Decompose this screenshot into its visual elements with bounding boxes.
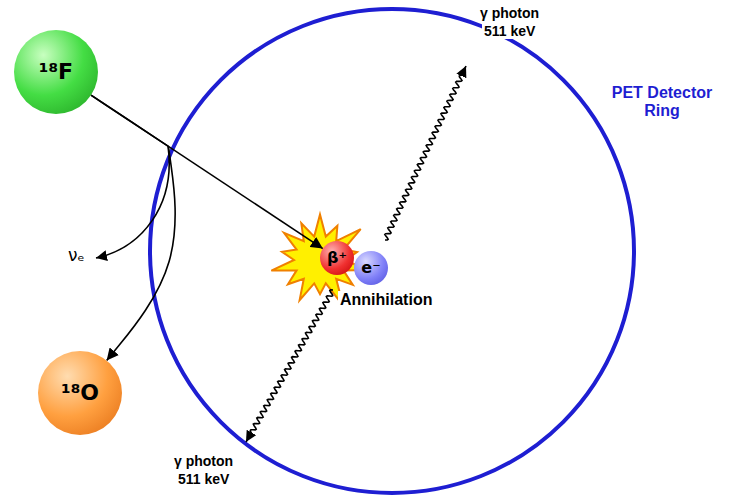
- neutrino-arrow: [96, 146, 169, 258]
- decay-arrow: [91, 95, 175, 360]
- energy-label: 511 keV: [176, 471, 231, 487]
- process-label: Annihilation: [338, 291, 434, 309]
- energy-label: 511 keV: [482, 23, 537, 39]
- photon-label: γ photon: [172, 453, 235, 469]
- node-text: ¹⁸F: [39, 60, 73, 84]
- annihilation-burst: [271, 214, 366, 305]
- detector-label: PET Detector Ring: [600, 84, 724, 121]
- positron-particle: β⁺: [320, 241, 354, 275]
- photon-label: γ photon: [478, 5, 541, 21]
- detector-ring: [150, 9, 634, 493]
- electron-particle: e⁻: [354, 251, 388, 285]
- isotope-sphere: ¹⁸O: [38, 351, 122, 435]
- neutrino-label: νₑ: [66, 246, 87, 266]
- gamma-photon-wave: [246, 290, 333, 442]
- node-text: e⁻: [361, 259, 380, 277]
- node-text: ¹⁸O: [61, 381, 99, 405]
- node-text: β⁺: [327, 249, 347, 267]
- isotope-sphere: ¹⁸F: [14, 30, 98, 114]
- gamma-photon-wave: [385, 66, 466, 240]
